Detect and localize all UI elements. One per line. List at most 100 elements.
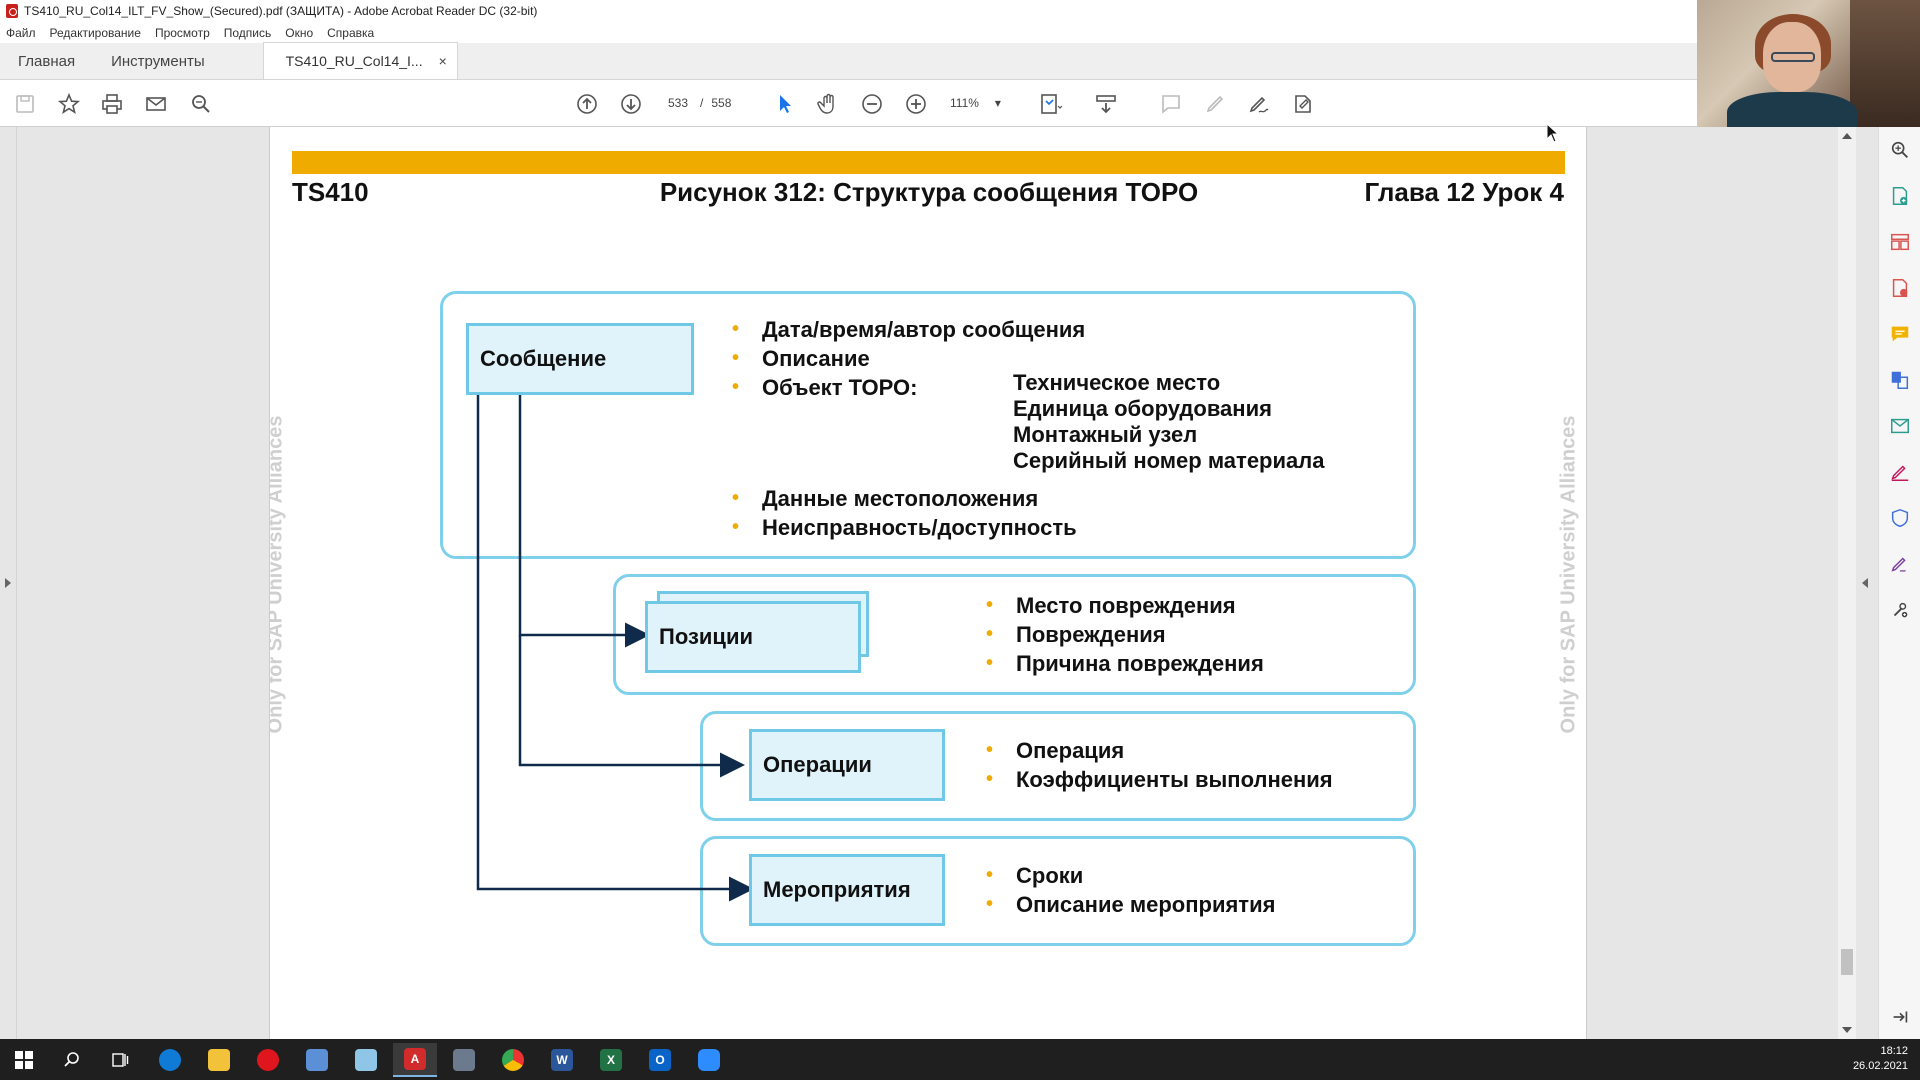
menu-file[interactable]: Файл <box>6 25 36 40</box>
edge-browser-icon[interactable] <box>148 1043 192 1077</box>
page-number-input[interactable]: 533 <box>667 96 689 110</box>
more-tools-icon[interactable] <box>1888 598 1912 622</box>
list-item: Единица оборудования <box>1013 396 1272 421</box>
menu-window[interactable]: Окно <box>285 25 314 40</box>
chevron-down-icon: ▾ <box>994 96 1001 110</box>
comment-icon[interactable] <box>1157 90 1185 118</box>
notes-app-icon[interactable] <box>295 1043 339 1077</box>
previous-page-icon[interactable] <box>573 90 601 118</box>
highlight-pen-icon[interactable] <box>1201 90 1229 118</box>
operations-bullets: Операция Коэффициенты выполнения <box>986 736 1333 794</box>
comment-tool-icon[interactable] <box>1888 322 1912 346</box>
paint-app-icon[interactable] <box>344 1043 388 1077</box>
zoom-in-icon[interactable] <box>902 90 930 118</box>
webcam-video <box>1697 0 1920 127</box>
collapse-right-panel-icon[interactable] <box>1862 578 1868 588</box>
pdf-page: TS410 Рисунок 312: Структура сообщения Т… <box>269 127 1587 1039</box>
email-icon[interactable] <box>142 90 170 118</box>
hand-tool-icon[interactable] <box>814 90 842 118</box>
course-code: TS410 <box>292 177 369 207</box>
search-icon[interactable] <box>187 90 215 118</box>
main-toolbar <box>0 80 1697 127</box>
clock-time: 18:12 <box>1880 1045 1908 1057</box>
close-tab-icon[interactable]: × <box>438 53 447 69</box>
activities-bullets: Сроки Описание мероприятия <box>986 861 1275 919</box>
list-item: Повреждения <box>986 620 1264 649</box>
total-pages: 558 <box>711 96 732 110</box>
tab-home[interactable]: Главная <box>18 52 76 70</box>
zoom-dropdown[interactable]: 111% ▾ <box>950 91 1020 115</box>
acrobat-taskbar-icon[interactable]: A <box>393 1043 437 1077</box>
save-icon[interactable] <box>11 90 39 118</box>
tab-document[interactable]: TS410_RU_Col14_I... × <box>262 42 458 79</box>
word-app-icon[interactable]: W <box>540 1043 584 1077</box>
list-item: Сроки <box>986 861 1275 890</box>
fill-sign-icon[interactable] <box>1888 460 1912 484</box>
export-pdf-icon[interactable] <box>1888 276 1912 300</box>
tab-tools[interactable]: Инструменты <box>111 52 205 70</box>
opera-browser-icon[interactable] <box>246 1043 290 1077</box>
list-item: Коэффициенты выполнения <box>986 765 1333 794</box>
scroll-up-icon[interactable] <box>1842 133 1852 139</box>
object-types-list: Техническое место Единица оборудования М… <box>1013 370 1324 474</box>
expand-left-icon[interactable] <box>5 578 11 588</box>
collapse-panel-icon[interactable] <box>1888 1005 1912 1029</box>
search-icon[interactable] <box>50 1043 94 1077</box>
list-item: Техническое место <box>1013 370 1221 395</box>
send-for-review-icon[interactable] <box>1888 414 1912 438</box>
bookshelf <box>1850 0 1920 127</box>
menu-sign[interactable]: Подпись <box>223 25 272 40</box>
organize-pages-icon[interactable] <box>1888 230 1912 254</box>
tools-panel <box>1878 127 1920 1039</box>
page-separator: / <box>700 96 704 110</box>
items-node: Позиции <box>645 601 861 673</box>
sign-icon[interactable] <box>1245 90 1273 118</box>
list-item: Монтажный узел <box>1013 422 1198 447</box>
system-clock[interactable]: 18:12 26.02.2021 <box>1853 1044 1908 1074</box>
zoom-out-icon[interactable] <box>858 90 886 118</box>
calculator-icon[interactable] <box>442 1043 486 1077</box>
list-item: Серийный номер материала <box>1013 448 1325 473</box>
next-page-icon[interactable] <box>617 90 645 118</box>
zoom-app-icon[interactable] <box>687 1043 731 1077</box>
menu-bar: Файл Редактирование Просмотр Подпись Окн… <box>0 22 1697 43</box>
print-icon[interactable] <box>98 90 126 118</box>
menu-edit[interactable]: Редактирование <box>49 25 141 40</box>
scroll-mode-icon[interactable] <box>1092 90 1120 118</box>
slide-accent-bar <box>292 151 1565 174</box>
outlook-app-icon[interactable]: O <box>638 1043 682 1077</box>
connector-lines <box>476 394 754 902</box>
excel-app-icon[interactable]: X <box>589 1043 633 1077</box>
notification-bullets: Дата/время/автор сообщения Описание Объе… <box>732 315 1085 402</box>
windows-taskbar: A W X O 18:12 26.02.2021 <box>0 1039 1920 1080</box>
create-pdf-icon[interactable] <box>1888 184 1912 208</box>
task-view-icon[interactable] <box>98 1043 142 1077</box>
select-cursor-icon[interactable] <box>771 90 799 118</box>
file-explorer-icon[interactable] <box>197 1043 241 1077</box>
acrobat-icon <box>6 4 18 18</box>
redact-icon[interactable] <box>1289 90 1317 118</box>
list-item: Операция <box>986 736 1333 765</box>
combine-files-icon[interactable] <box>1888 368 1912 392</box>
list-item: Неисправность/доступность <box>732 513 1077 542</box>
menu-view[interactable]: Просмотр <box>154 25 210 40</box>
scroll-down-icon[interactable] <box>1842 1027 1852 1033</box>
request-signature-icon[interactable] <box>1888 552 1912 576</box>
mouse-cursor-icon <box>1546 123 1560 143</box>
items-bullets: Место повреждения Повреждения Причина по… <box>986 591 1264 678</box>
notification-node: Сообщение <box>466 323 694 395</box>
window-title: TS410_RU_Col14_ILT_FV_Show_(Secured).pdf… <box>24 4 538 18</box>
zoom-tool-icon[interactable] <box>1888 138 1912 162</box>
zoom-value: 111% <box>950 96 979 110</box>
chrome-browser-icon[interactable] <box>491 1043 535 1077</box>
vertical-scrollbar[interactable] <box>1838 127 1856 1039</box>
presenter-glasses <box>1771 52 1815 62</box>
fit-page-icon[interactable] <box>1036 90 1064 118</box>
windows-start-icon[interactable] <box>2 1043 46 1077</box>
list-item: Объект ТОРО: <box>732 373 1085 402</box>
menu-help[interactable]: Справка <box>327 25 375 40</box>
scroll-thumb[interactable] <box>1841 949 1853 975</box>
protect-shield-icon[interactable] <box>1888 506 1912 530</box>
star-icon[interactable] <box>55 90 83 118</box>
list-item: Описание мероприятия <box>986 890 1275 919</box>
